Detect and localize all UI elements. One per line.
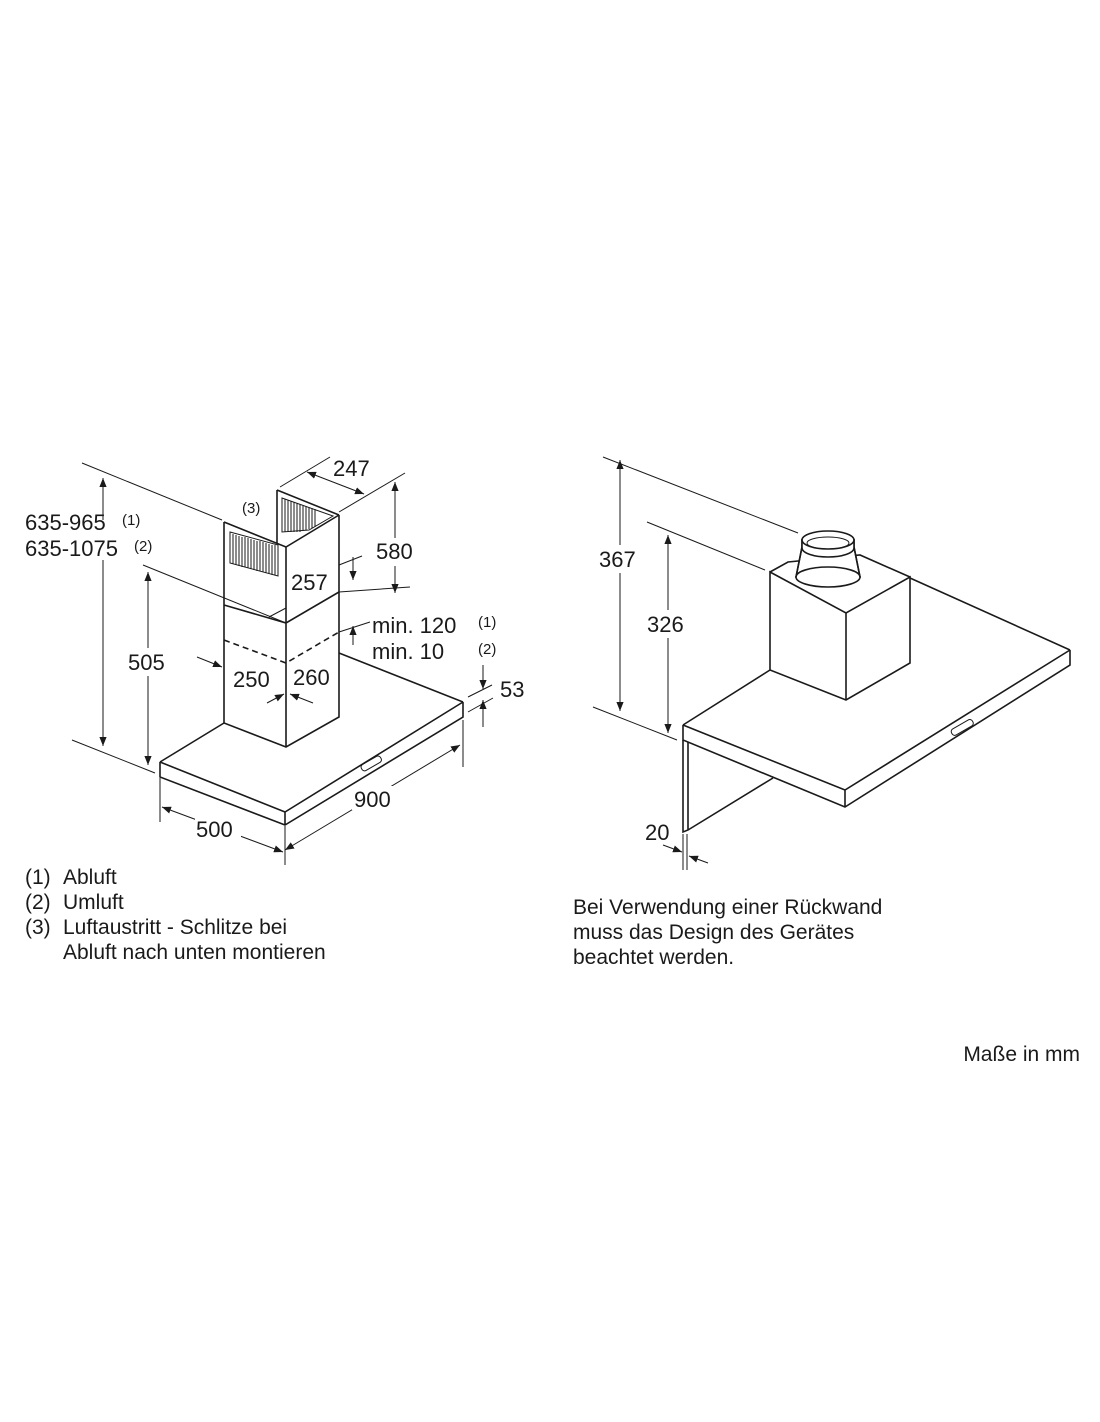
dim-326: 326 [647, 612, 684, 637]
vent-slots-front [229, 531, 279, 577]
note-line: Bei Verwendung einer Rückwand [573, 896, 883, 919]
dim-367: 367 [599, 547, 636, 572]
ref-2: (2) [134, 538, 152, 555]
note-line: beachtet werden. [573, 946, 735, 969]
height-range-recirculation: 635-1075 [25, 536, 118, 561]
ref-2: (2) [478, 641, 496, 658]
legend-item: (1) Abluft [25, 865, 326, 890]
backwall-hood-drawing: 367 326 20 [592, 456, 1071, 870]
control-panel-icon [950, 719, 974, 736]
ref-1: (1) [122, 512, 140, 529]
vent-ref-3: (3) [242, 500, 260, 517]
legend-text: Abluft [63, 866, 117, 889]
legend-text: Abluft nach unten montieren [63, 941, 326, 964]
legend-text: Umluft [63, 891, 124, 914]
dim-580: 580 [376, 539, 413, 564]
dim-20: 20 [645, 820, 669, 845]
exhaust-duct [795, 530, 861, 588]
legend-item: (3) Luftaustritt - Schlitze bei [25, 915, 326, 940]
min-clearance-extraction: min. 120 [372, 613, 456, 638]
legend: (1) Abluft (2) Umluft (3) Luftaustritt - Sc… [25, 865, 326, 965]
chimney-hood-drawing: 635-965 (1) 635-1075 (2) 505 247 580 257… [25, 456, 524, 865]
legend-text: Luftaustritt - Schlitze bei [63, 916, 288, 939]
legend-item: (2) Umluft [25, 890, 326, 915]
min-clearance-recirculation: min. 10 [372, 639, 444, 664]
height-range-extraction: 635-965 [25, 510, 106, 535]
dim-260: 260 [293, 665, 330, 690]
dim-500: 500 [196, 817, 233, 842]
legend-item: Abluft nach unten montieren [25, 940, 326, 965]
vent-slots-back [281, 497, 335, 533]
legend-ref: (2) [25, 891, 51, 914]
backwall-note: Bei Verwendung einer Rückwand muss das D… [573, 895, 882, 970]
dim-250: 250 [233, 667, 270, 692]
legend-ref: (3) [25, 916, 51, 939]
note-line: muss das Design des Gerätes [573, 921, 855, 944]
dim-900: 900 [354, 787, 391, 812]
units-note: Maße in mm [963, 1043, 1080, 1066]
control-panel-icon [360, 755, 382, 772]
dim-247: 247 [333, 456, 370, 481]
legend-ref: (1) [25, 866, 51, 889]
ref-1: (1) [478, 614, 496, 631]
dim-505: 505 [128, 650, 165, 675]
dim-257: 257 [291, 570, 328, 595]
dim-53: 53 [500, 677, 524, 702]
